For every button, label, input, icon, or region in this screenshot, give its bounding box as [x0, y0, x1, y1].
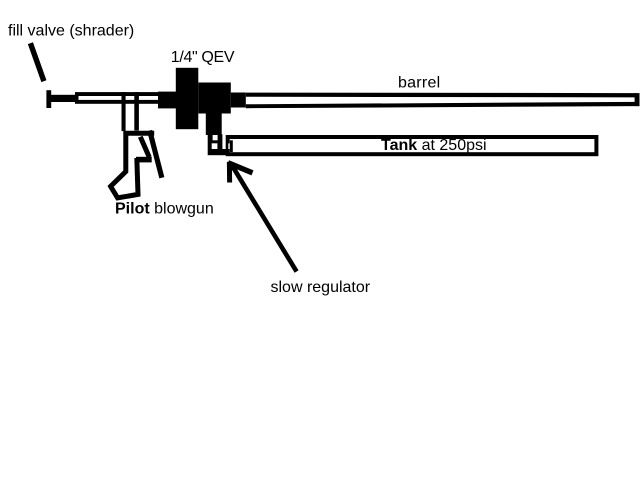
svg-text:Pilot blowgun: Pilot blowgun [115, 200, 214, 217]
svg-text:1/4" QEV: 1/4" QEV [171, 49, 235, 66]
svg-text:slow regulator: slow regulator [271, 279, 371, 296]
svg-text:fill valve (shrader): fill valve (shrader) [8, 23, 134, 40]
svg-text:barrel: barrel [398, 74, 440, 91]
svg-text:Tank at 250psi: Tank at 250psi [381, 137, 487, 154]
